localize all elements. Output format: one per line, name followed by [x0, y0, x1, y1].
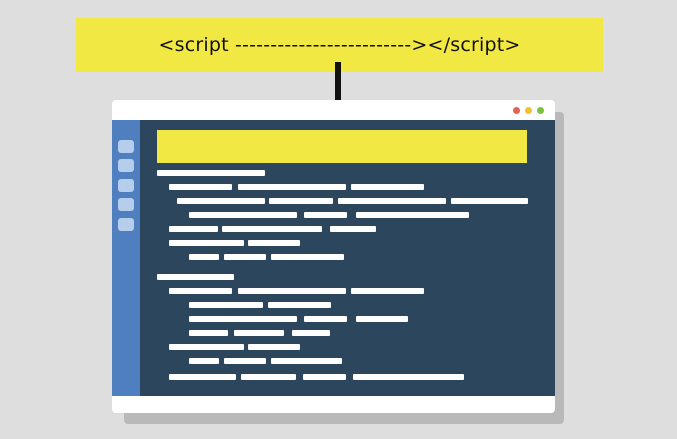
- code-line-placeholder: [353, 374, 464, 380]
- code-line-placeholder: [356, 212, 469, 218]
- code-line-placeholder: [248, 240, 300, 246]
- code-line-placeholder: [338, 198, 446, 204]
- script-tag-text: <script -------------------------></scri…: [158, 34, 520, 56]
- code-line-placeholder: [189, 316, 297, 322]
- script-insertion-highlight: [157, 130, 527, 163]
- sidebar-button[interactable]: [118, 159, 134, 172]
- code-line-placeholder: [169, 374, 236, 380]
- code-line-placeholder: [177, 198, 265, 204]
- sidebar-button[interactable]: [118, 140, 134, 153]
- code-line-placeholder: [189, 254, 219, 260]
- code-line-placeholder: [189, 302, 263, 308]
- code-line-placeholder: [189, 212, 297, 218]
- code-line-placeholder: [169, 240, 244, 246]
- code-line-placeholder: [356, 316, 408, 322]
- code-line-placeholder: [234, 330, 284, 336]
- window-titlebar: [112, 100, 555, 120]
- code-line-placeholder: [157, 170, 265, 176]
- code-line-placeholder: [271, 358, 342, 364]
- code-line-placeholder: [304, 316, 347, 322]
- window-close-dot-icon[interactable]: [513, 107, 520, 114]
- code-line-placeholder: [169, 288, 232, 294]
- code-line-placeholder: [271, 254, 344, 260]
- code-line-placeholder: [224, 358, 266, 364]
- window-minimize-dot-icon[interactable]: [525, 107, 532, 114]
- code-line-placeholder: [304, 212, 347, 218]
- code-line-placeholder: [303, 374, 346, 380]
- sidebar-button[interactable]: [118, 218, 134, 231]
- code-line-placeholder: [169, 184, 232, 190]
- code-line-placeholder: [351, 184, 424, 190]
- code-editor-window: [112, 100, 555, 413]
- code-area[interactable]: [140, 120, 555, 396]
- code-line-placeholder: [451, 198, 528, 204]
- code-line-placeholder: [351, 288, 424, 294]
- code-line-placeholder: [268, 302, 331, 308]
- code-line-placeholder: [330, 226, 376, 232]
- code-line-placeholder: [241, 374, 296, 380]
- sidebar-button[interactable]: [118, 198, 134, 211]
- sidebar-button[interactable]: [118, 179, 134, 192]
- code-line-placeholder: [189, 358, 219, 364]
- code-line-placeholder: [169, 226, 218, 232]
- code-line-placeholder: [189, 330, 228, 336]
- code-line-placeholder: [238, 288, 346, 294]
- code-line-placeholder: [169, 344, 244, 350]
- code-line-placeholder: [157, 274, 234, 280]
- editor-sidebar: [112, 120, 140, 396]
- code-line-placeholder: [224, 254, 266, 260]
- code-line-placeholder: [269, 198, 333, 204]
- code-line-placeholder: [248, 344, 300, 350]
- code-line-placeholder: [292, 330, 330, 336]
- window-maximize-dot-icon[interactable]: [537, 107, 544, 114]
- script-tag-open: <script ------------------------->: [158, 34, 428, 56]
- code-line-placeholder: [222, 226, 322, 232]
- script-tag-close: </script>: [427, 34, 521, 56]
- code-line-placeholder: [238, 184, 346, 190]
